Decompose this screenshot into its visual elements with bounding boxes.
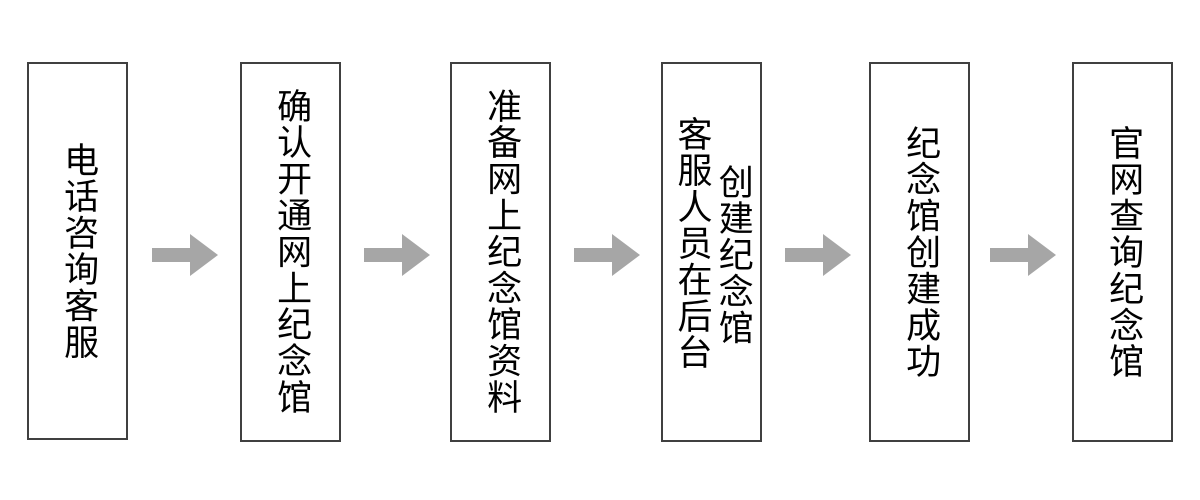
process-node-4-label-column-1: 客服人员在后台 (671, 116, 712, 371)
process-node-5[interactable]: 纪念馆创建成功 (869, 62, 970, 442)
process-node-3-label: 准备网上纪念馆资料 (481, 88, 522, 416)
process-node-2[interactable]: 确认开通网上纪念馆 (240, 62, 341, 442)
process-node-4-label-column-2: 创建纪念馆 (712, 164, 753, 346)
connector-arrow-4 (785, 232, 851, 278)
process-node-4[interactable]: 客服人员在后台 创建纪念馆 (661, 62, 762, 442)
connector-arrow-3 (574, 232, 640, 278)
connector-arrow-1 (152, 232, 218, 278)
connector-arrow-5 (990, 232, 1056, 278)
process-node-2-label: 确认开通网上纪念馆 (271, 88, 312, 416)
process-node-3[interactable]: 准备网上纪念馆资料 (450, 62, 551, 442)
process-node-5-label: 纪念馆创建成功 (900, 124, 941, 380)
connector-arrow-2 (364, 232, 430, 278)
process-node-1[interactable]: 电话咨询客服 (27, 62, 128, 440)
process-node-6-label: 官网查询纪念馆 (1103, 124, 1144, 380)
process-node-6[interactable]: 官网查询纪念馆 (1072, 62, 1173, 442)
process-node-1-label: 电话咨询客服 (58, 141, 99, 361)
